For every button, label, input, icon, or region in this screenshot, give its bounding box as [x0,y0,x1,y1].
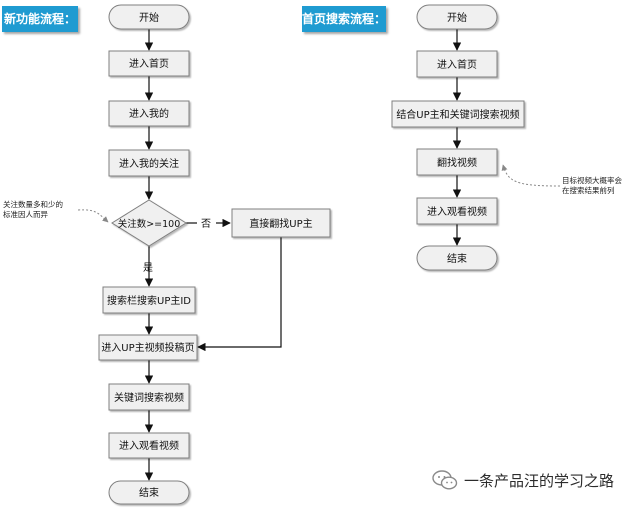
start-node [108,4,190,30]
search-id-label: 搜索栏搜索UP主ID [107,294,191,307]
right-homepage-label: 进入首页 [437,58,477,71]
my-follow-label: 进入我的关注 [119,157,179,170]
process-node-search-id [102,286,196,314]
right-combine-label: 结合UP主和关键词搜索视频 [396,108,519,121]
process-node-direct-browse [231,208,331,238]
left-note-line2: 标准因人而异 [3,209,48,219]
note-connector [77,209,109,223]
watermark: 一条产品汪的学习之路 [432,468,614,492]
mine-label: 进入我的 [129,107,169,120]
note-connector [501,164,561,187]
up-page-label: 进入UP主视频投稿页 [101,341,194,354]
left-note-line1: 关注数量多和少的 [3,199,63,209]
connector [197,237,282,352]
process-node-homepage [108,50,190,77]
right-process-watch [416,197,498,225]
right-process-combine-search [391,100,525,128]
start-node-label: 开始 [139,11,159,24]
yes-label: 是 [143,262,153,274]
decision-node [111,199,187,247]
end-node-label: 结束 [139,486,159,499]
decision-label: 关注数>=100 [118,218,181,230]
left-flow-connectors [144,29,282,481]
right-process-browse [416,148,498,176]
right-start-node [416,4,498,30]
right-note-line2: 在搜索结果前列 [562,185,615,195]
right-note-line1: 目标视频大概率会 [562,175,622,185]
keyword-search-label: 关键词搜索视频 [114,391,184,404]
process-node-mine [108,100,190,127]
direct-browse-label: 直接翻找UP主 [249,217,312,230]
process-node-up-page [98,334,198,361]
right-watch-label: 进入观看视频 [427,205,487,218]
wechat-icon [432,470,458,490]
right-flow-header: 首页搜索流程： [302,6,386,32]
watch-label: 进入观看视频 [119,439,179,452]
left-flow-header: 新功能流程： [2,6,78,32]
no-label: 否 [201,218,211,230]
homepage-label: 进入首页 [129,57,169,70]
process-node-my-follow [108,149,190,177]
process-node-keyword-search [108,383,190,411]
right-end-node [416,245,498,271]
right-end-label: 结束 [447,252,467,265]
end-node [108,480,190,505]
right-process-homepage [416,50,498,78]
right-start-label: 开始 [447,11,467,24]
watermark-text: 一条产品汪的学习之路 [464,471,615,490]
process-node-watch [108,432,190,459]
right-browse-label: 翻找视频 [437,156,477,169]
